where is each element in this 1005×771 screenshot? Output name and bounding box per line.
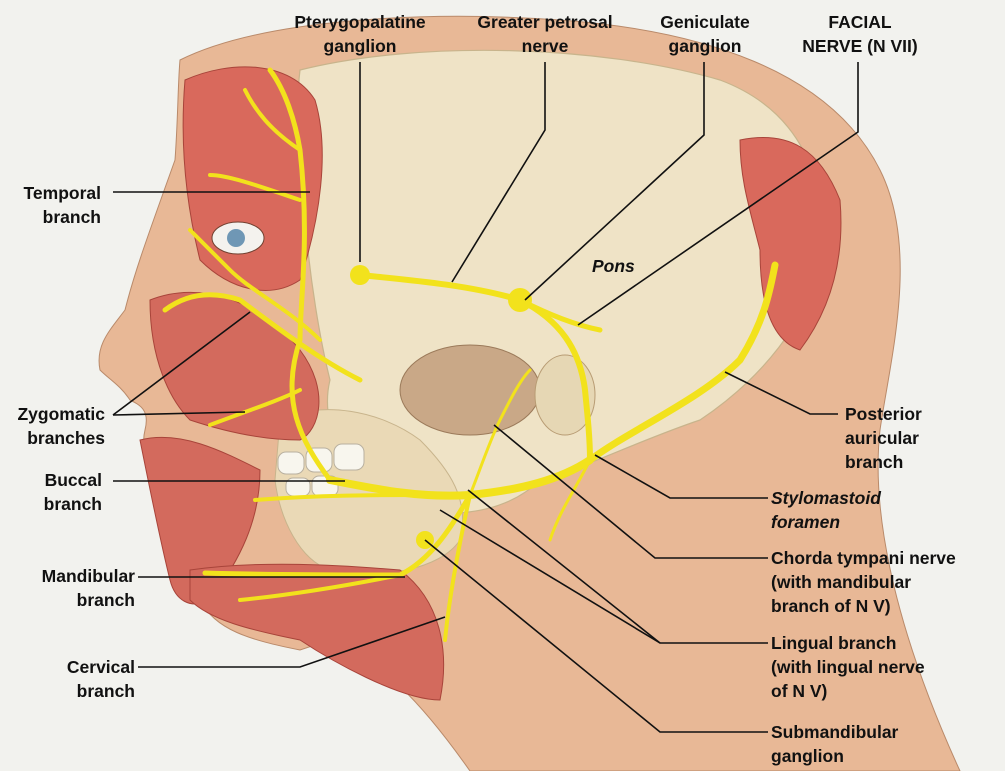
label-line: Mandibular: [0, 564, 135, 588]
label-line: Posterior: [845, 402, 922, 426]
label-line: Zygomatic: [0, 402, 105, 426]
label-line: branch: [0, 588, 135, 612]
label-posterior-auricular-branch: Posterior auricular branch: [845, 402, 922, 474]
label-line: Lingual branch: [771, 631, 925, 655]
label-line: FACIAL: [790, 10, 930, 34]
label-line: Greater petrosal: [460, 10, 630, 34]
label-line: auricular: [845, 426, 922, 450]
label-stylomastoid-foramen: Stylomastoid foramen: [771, 486, 881, 534]
label-line: NERVE (N VII): [790, 34, 930, 58]
label-line: (with lingual nerve: [771, 655, 925, 679]
label-pterygopalatine-ganglion: Pterygopalatine ganglion: [285, 10, 435, 58]
label-line: Cervical: [0, 655, 135, 679]
label-zygomatic-branches: Zygomatic branches: [0, 402, 105, 450]
label-cervical-branch: Cervical branch: [0, 655, 135, 703]
label-line: branch: [0, 205, 101, 229]
label-line: of N V): [771, 679, 925, 703]
label-line: Pons: [592, 254, 635, 278]
label-line: branches: [0, 426, 105, 450]
label-line: foramen: [771, 510, 881, 534]
label-line: branch: [0, 492, 102, 516]
label-line: ganglion: [640, 34, 770, 58]
label-geniculate-ganglion: Geniculate ganglion: [640, 10, 770, 58]
label-buccal-branch: Buccal branch: [0, 468, 102, 516]
label-line: Temporal: [0, 181, 101, 205]
label-line: Chorda tympani nerve: [771, 546, 956, 570]
label-line: (with mandibular: [771, 570, 956, 594]
label-pons: Pons: [592, 254, 635, 278]
label-submandibular-ganglion: Submandibular ganglion: [771, 720, 898, 768]
label-temporal-branch: Temporal branch: [0, 181, 101, 229]
label-line: branch of N V): [771, 594, 956, 618]
label-line: branch: [0, 679, 135, 703]
label-lingual-branch: Lingual branch (with lingual nerve of N …: [771, 631, 925, 703]
iris: [227, 229, 245, 247]
label-line: nerve: [460, 34, 630, 58]
ear-canal: [400, 345, 540, 435]
label-greater-petrosal-nerve: Greater petrosal nerve: [460, 10, 630, 58]
label-line: ganglion: [771, 744, 898, 768]
label-line: branch: [845, 450, 922, 474]
label-line: Submandibular: [771, 720, 898, 744]
label-line: ganglion: [285, 34, 435, 58]
label-facial-nerve: FACIAL NERVE (N VII): [790, 10, 930, 58]
neck-muscle: [190, 564, 444, 700]
label-mandibular-branch: Mandibular branch: [0, 564, 135, 612]
label-line: Geniculate: [640, 10, 770, 34]
label-line: Pterygopalatine: [285, 10, 435, 34]
label-line: Buccal: [0, 468, 102, 492]
label-line: Stylomastoid: [771, 486, 881, 510]
label-chorda-tympani-nerve: Chorda tympani nerve (with mandibular br…: [771, 546, 956, 618]
